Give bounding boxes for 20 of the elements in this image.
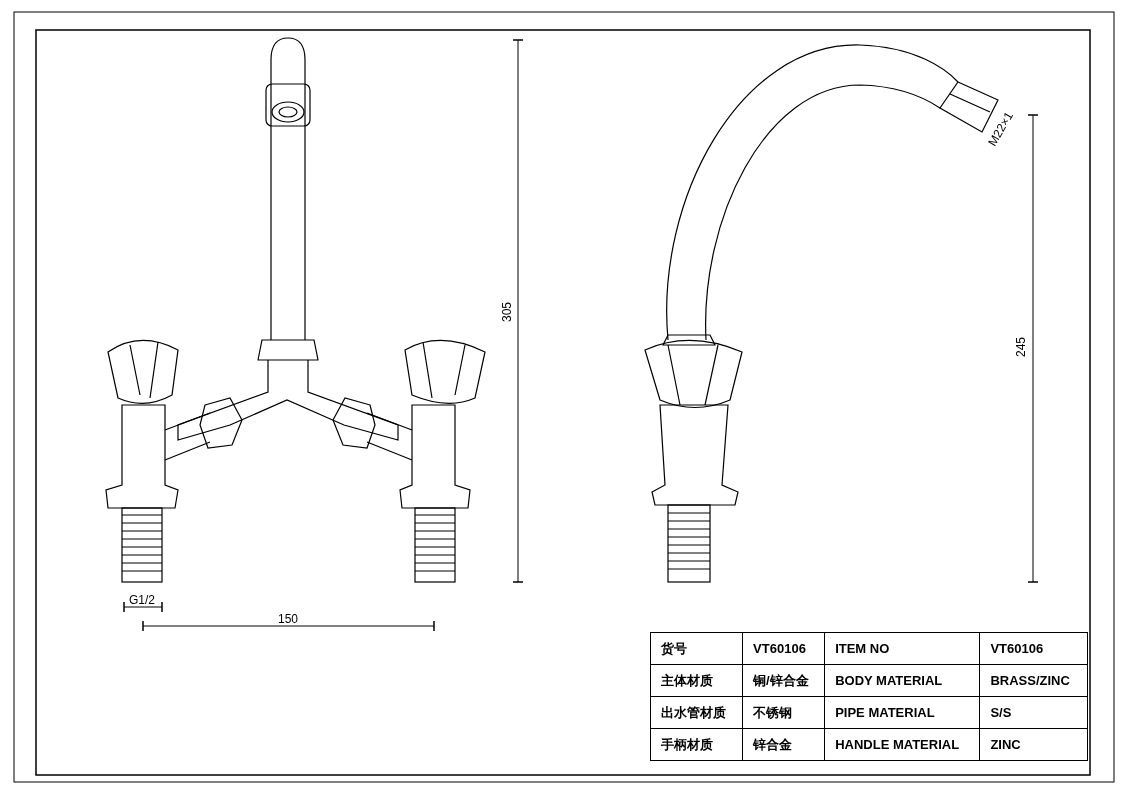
dimension-label: 150 — [278, 612, 299, 626]
table-cell: 手柄材质 — [650, 728, 743, 761]
table-cell: VT60106 — [742, 632, 825, 665]
table-cell: ZINC — [979, 728, 1088, 761]
table-cell: HANDLE MATERIAL — [824, 728, 980, 761]
dimension-label: 305 — [500, 302, 514, 322]
table-cell: 铜/锌合金 — [742, 664, 825, 697]
table-cell: BODY MATERIAL — [824, 664, 980, 697]
table-cell: S/S — [979, 696, 1088, 729]
table-cell: PIPE MATERIAL — [824, 696, 980, 729]
table-cell: 锌合金 — [742, 728, 825, 761]
thread-size-label: G1/2 — [129, 593, 155, 607]
table-cell: BRASS/ZINC — [979, 664, 1088, 697]
dimension-label: 245 — [1014, 337, 1028, 357]
table-cell: ITEM NO — [824, 632, 980, 665]
table-cell: VT60106 — [979, 632, 1088, 665]
table-cell: 出水管材质 — [650, 696, 743, 729]
table-cell: 货号 — [650, 632, 743, 665]
table-cell: 不锈钢 — [742, 696, 825, 729]
table-cell: 主体材质 — [650, 664, 743, 697]
